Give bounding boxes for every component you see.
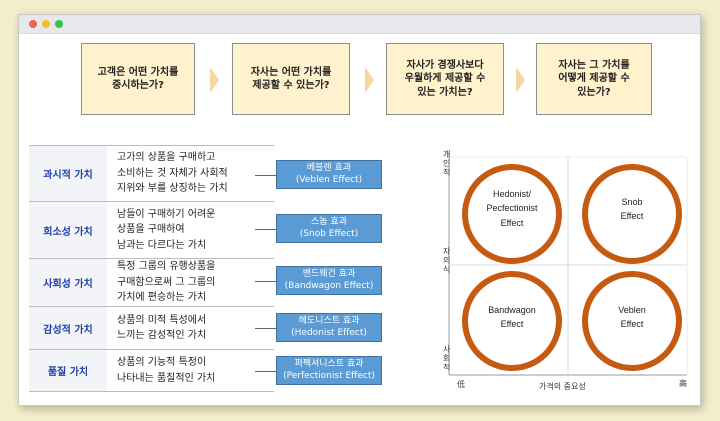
maximize-window-button[interactable] [55,20,63,28]
value-description: 상품의 미적 특성에서 느끼는 감성적인 가치 [117,314,207,342]
connector-line [255,281,276,282]
effect-name-en: (Perfectionist Effect) [283,370,375,381]
value-description: 남들이 구매하기 어려운 상품을 구매하여 남과는 다르다는 가치 [117,208,216,251]
title-bar [19,15,700,34]
effect-name-en: (Snob Effect) [299,228,359,239]
flow-step-2: 자사는 어떤 가치를 제공할 수 있는가? [232,43,350,115]
quadrant-label-hedonist: Hedonist/ Pecfectionist Effect [486,189,538,228]
x-axis-low-label: 低 [457,380,465,389]
value-label: 사회성 가치 [29,259,107,306]
effect-box-snob: 스놉 효과 (Snob Effect) [276,214,382,243]
table-row: 희소성 가치 남들이 구매하기 어려운 상품을 구매하여 남과는 다르다는 가치 [29,201,274,258]
effect-name-ko: 밴드웨건 효과 [302,268,356,279]
effect-box-hedonist: 헤도니스트 효과 (Hedonist Effect) [276,313,382,342]
minimize-window-button[interactable] [42,20,50,28]
quadrant-ring-top-left [462,164,562,264]
flow-step-3: 자사가 경쟁사보다 우월하게 제공할 수 있는 가치는? [386,43,504,115]
quadrant-label-snob: Snob Effect [620,197,644,222]
effect-name-ko: 베블렌 효과 [306,162,352,173]
close-window-button[interactable] [29,20,37,28]
connector-line [255,328,276,329]
value-label: 과시적 가치 [29,146,107,201]
value-description: 고가의 상품을 구매하고 소비하는 것 자체가 사회적 지위와 부를 상징하는 … [117,152,228,195]
quadrant-ring-bottom-left [462,271,562,371]
effect-name-en: (Bandwagon Effect) [284,280,374,291]
value-description: 특정 그룹의 유행상품을 구매함으로써 그 그룹의 가치에 편승하는 가치 [117,261,216,304]
x-axis-title: 가격의 중요성 [539,382,586,391]
value-description: 상품의 기능적 특정이 나타내는 품질적인 가치 [117,357,216,384]
effect-box-perfectionist: 퍼펙셔니스트 효과 (Perfectionist Effect) [276,356,382,385]
flow-arrow-icon [516,67,525,93]
value-label: 희소성 가치 [29,202,107,258]
effect-name-en: (Veblen Effect) [295,174,363,185]
y-axis-top-label: 개 인 적 [443,150,451,178]
table-row: 감성적 가치 상품의 미적 특성에서 느끼는 감성적인 가치 [29,306,274,349]
table-row: 과시적 가치 고가의 상품을 구매하고 소비하는 것 자체가 사회적 지위와 부… [29,145,274,201]
flow-arrow-icon [365,67,374,93]
app-window: 고객은 어떤 가치를 중시하는가? 자사는 어떤 가치를 제공할 수 있는가? … [18,14,701,406]
effect-name-ko: 헤도니스트 효과 [298,315,360,326]
quadrant-label-veblen: Veblen Effect [618,305,646,330]
quadrant-label-bandwagon: Bandwagon Effect [488,305,536,330]
effect-name-en: (Hedonist Effect) [291,327,367,338]
flow-step-1: 고객은 어떤 가치를 중시하는가? [81,43,195,115]
effect-box-bandwagon: 밴드웨건 효과 (Bandwagon Effect) [276,266,382,295]
quadrant-ring-bottom-right [582,271,682,371]
effect-matrix [448,153,688,376]
value-label: 감성적 가치 [29,307,107,349]
value-label: 품질 가치 [29,350,107,391]
flow-arrow-icon [210,67,219,93]
quadrant-ring-top-right [582,164,682,264]
effect-name-ko: 퍼펙셔니스트 효과 [294,358,364,369]
effect-name-ko: 스놉 효과 [311,216,347,227]
table-row: 사회성 가치 특정 그룹의 유행상품을 구매함으로써 그 그룹의 가치에 편승하… [29,258,274,306]
y-axis-mid-label: 자 의 식 [443,247,451,275]
connector-line [255,175,276,176]
connector-line [255,229,276,230]
connector-line [255,371,276,372]
x-axis-high-label: 高 [679,379,687,388]
y-axis-bottom-label: 사 회 적 [443,345,451,373]
flow-step-4: 자사는 그 가치를 어떻게 제공할 수 있는가? [536,43,652,115]
effect-box-veblen: 베블렌 효과 (Veblen Effect) [276,160,382,189]
table-row: 품질 가치 상품의 기능적 특정이 나타내는 품질적인 가치 [29,349,274,392]
